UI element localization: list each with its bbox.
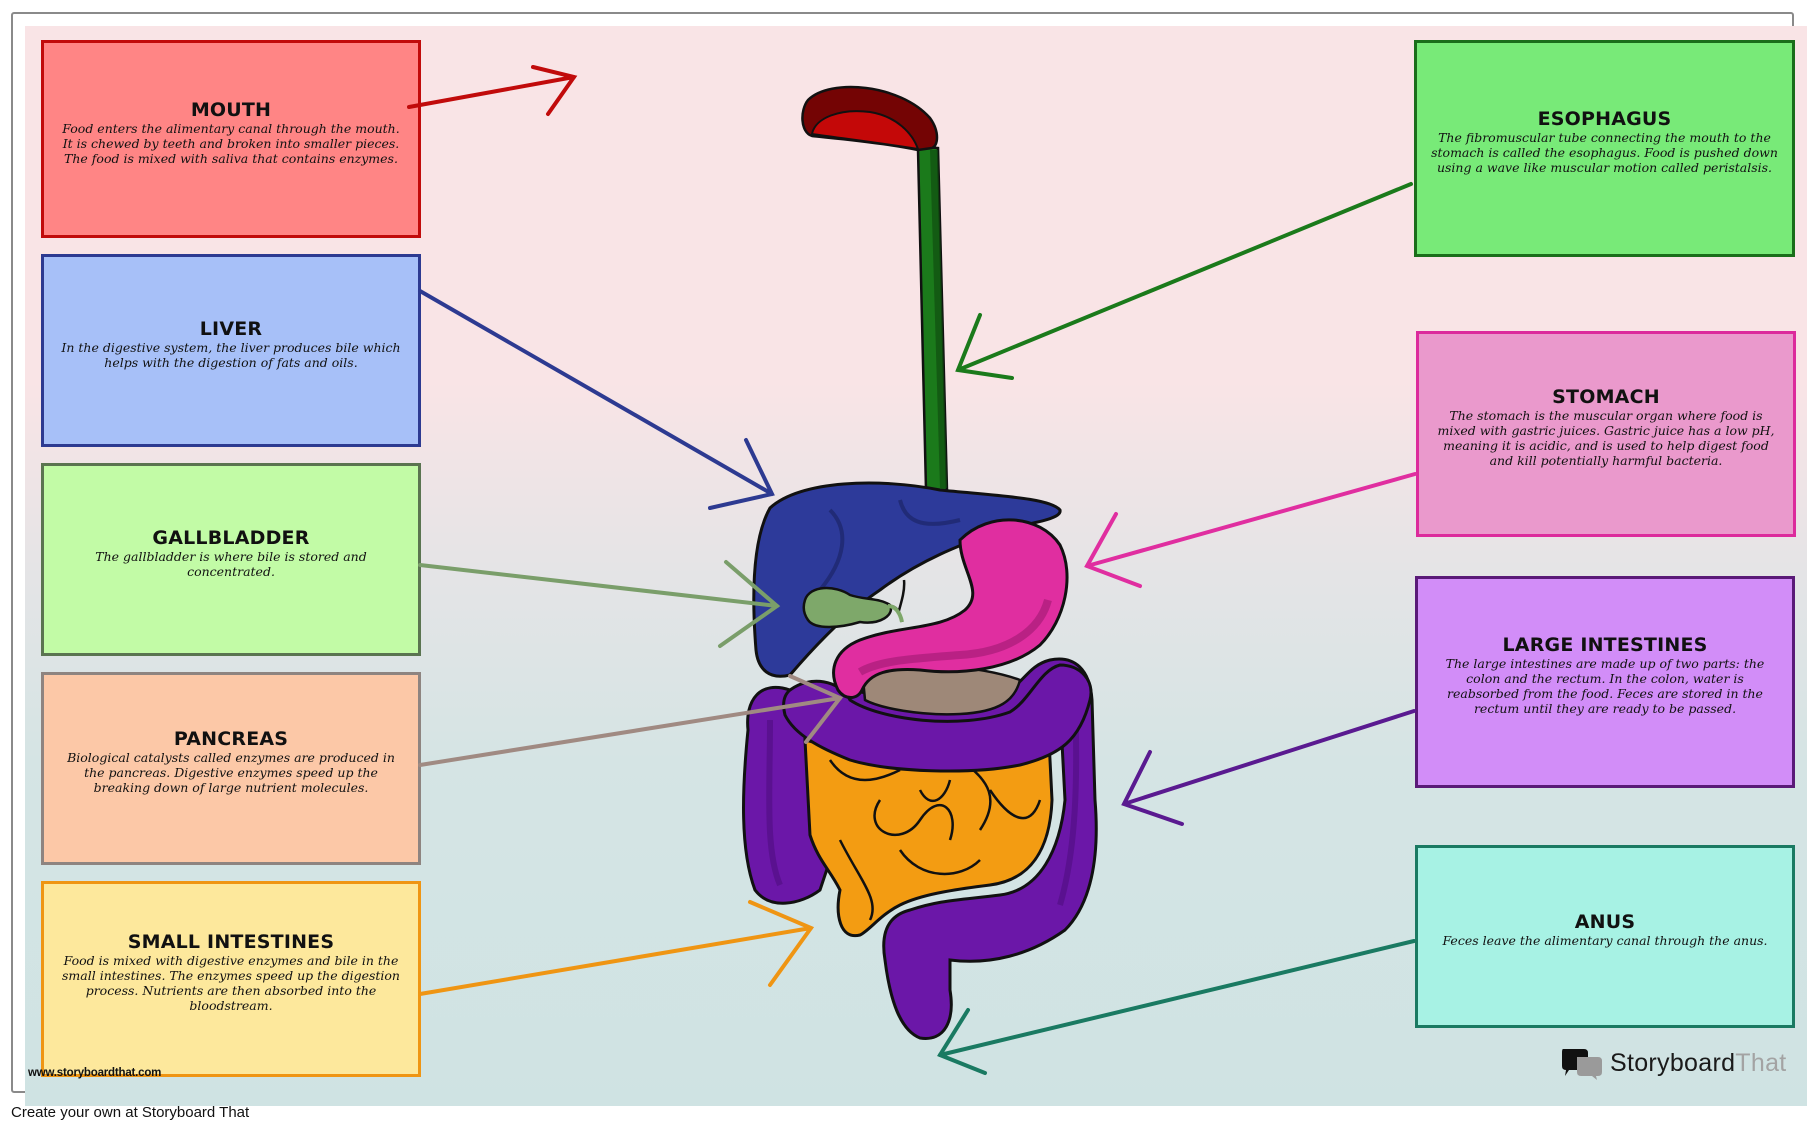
- pancreas-arrow: [418, 674, 844, 767]
- pancreas-description: Biological catalysts called enzymes are …: [67, 750, 395, 795]
- liver-description: In the digestive system, the liver produ…: [61, 339, 401, 370]
- logo-text-that: That: [1735, 1048, 1787, 1077]
- esophagus-organ: [910, 144, 949, 492]
- mouth-title: MOUTH: [190, 98, 272, 121]
- mouth-box: MOUTH Food enters the alimentary canal t…: [41, 40, 421, 238]
- esophagus-title: ESOPHAGUS: [1537, 108, 1672, 130]
- esophagus-description: The fibromuscular tube connecting the mo…: [1431, 130, 1778, 175]
- stomach-arrow: [1084, 472, 1417, 588]
- gallbladder-organ: [802, 579, 906, 629]
- stomach-description: The stomach is the muscular organ where …: [1437, 408, 1775, 468]
- logo-text-storyboard: Storyboard: [1610, 1048, 1736, 1077]
- pancreas-title: PANCREAS: [173, 728, 289, 750]
- stomach-box: STOMACH The stomach is the muscular orga…: [1416, 331, 1796, 537]
- mouth-description: Food enters the alimentary canal through…: [62, 120, 400, 166]
- pancreas-box: PANCREAS Biological catalysts called enz…: [41, 672, 421, 865]
- create-your-own-link[interactable]: Create your own at Storyboard That: [11, 1104, 250, 1121]
- gallbladder-description: The gallbladder is where bile is stored …: [95, 548, 367, 579]
- small-intestine-organ: [803, 717, 1054, 938]
- anus-arrow: [937, 939, 1416, 1075]
- large-intestines-title: LARGE INTESTINES: [1502, 634, 1708, 656]
- gallbladder-arrow: [418, 560, 781, 648]
- gallbladder-box: GALLBLADDER The gallbladder is where bil…: [41, 463, 421, 656]
- small-intestines-description: Food is mixed with digestive enzymes and…: [62, 953, 400, 1013]
- anus-description: Feces leave the alimentary canal through…: [1442, 933, 1768, 948]
- liver-box: LIVER In the digestive system, the liver…: [41, 254, 421, 447]
- stomach-title: STOMACH: [1552, 386, 1660, 408]
- esophagus-box: ESOPHAGUS The fibromuscular tube connect…: [1414, 40, 1795, 257]
- anus-title: ANUS: [1574, 911, 1636, 933]
- liver-title: LIVER: [199, 317, 263, 340]
- liver-arrow: [418, 289, 775, 510]
- esophagus-arrow: [955, 182, 1413, 380]
- gallbladder-title: GALLBLADDER: [152, 526, 310, 549]
- anus-box: ANUS Feces leave the alimentary canal th…: [1415, 845, 1795, 1028]
- small-intestines-arrow: [418, 900, 815, 996]
- mouth-arrow: [407, 65, 578, 116]
- watermark-url: www.storyboardthat.com: [28, 1067, 162, 1079]
- small-intestines-box: SMALL INTESTINES Food is mixed with dige…: [41, 881, 421, 1077]
- small-intestines-title: SMALL INTESTINES: [127, 931, 335, 953]
- stomach-organ: [832, 518, 1069, 699]
- transverse-colon: [782, 663, 1093, 773]
- large-intestines-box: LARGE INTESTINES The large intestines ar…: [1415, 576, 1795, 788]
- large-intestines-description: The large intestines are made up of two …: [1445, 656, 1765, 716]
- speech-bubbles-icon: [1562, 1049, 1602, 1080]
- large-intestines-arrow: [1121, 709, 1416, 826]
- mouth-organ: [801, 85, 939, 152]
